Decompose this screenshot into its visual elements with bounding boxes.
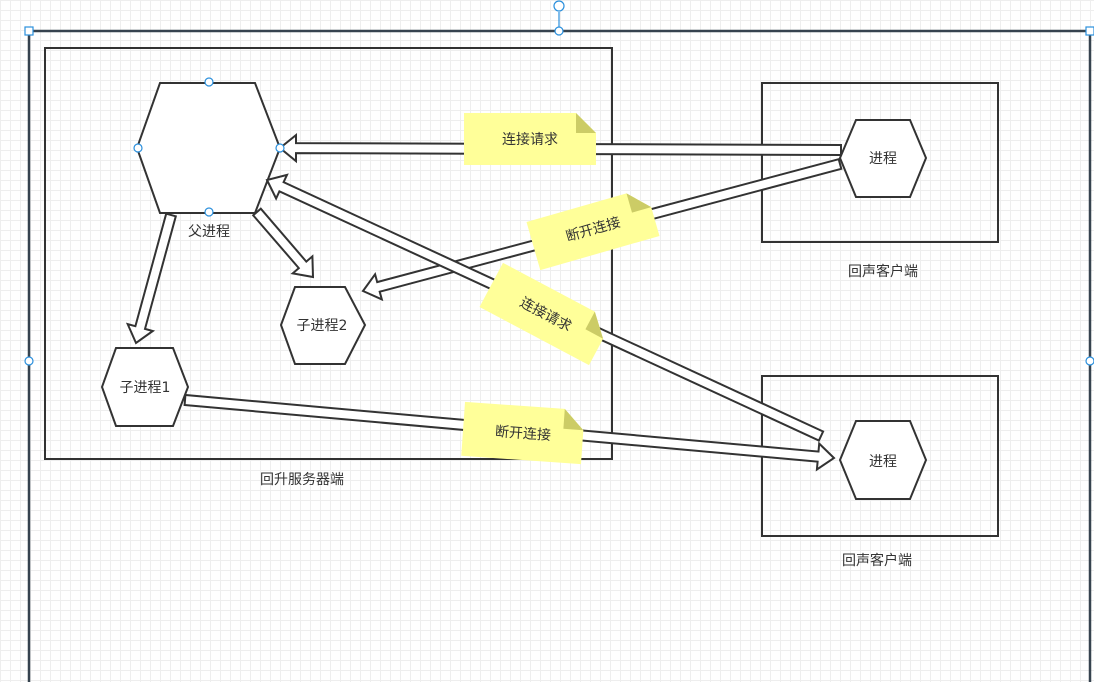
child-process-1-hexagon[interactable] xyxy=(100,347,190,427)
resize-handle-left[interactable] xyxy=(24,356,34,366)
server-caption: 回升服务器端 xyxy=(260,472,344,488)
note-connect-request-2[interactable]: 连接请求 xyxy=(479,262,613,366)
rotate-handle-icon[interactable] xyxy=(553,0,565,12)
connection-point-top[interactable] xyxy=(204,77,214,87)
client-process-2-label: 进程 xyxy=(869,454,897,470)
note-disconnect-2-text: 断开连接 xyxy=(494,423,551,444)
client-caption-2: 回声客户端 xyxy=(842,552,912,569)
client-process-1-label: 进程 xyxy=(869,151,897,167)
parent-process-label: 父进程 xyxy=(188,224,230,240)
client-box-1[interactable] xyxy=(761,82,999,243)
note-disconnect-2[interactable]: 断开连接 xyxy=(461,401,584,465)
resize-handle-top[interactable] xyxy=(554,26,564,36)
note-connect-request-1-text: 连接请求 xyxy=(502,131,558,148)
connection-point-bottom[interactable] xyxy=(204,207,214,217)
arrow-parent-to-child1[interactable] xyxy=(125,212,178,345)
client-caption-1: 回声客户端 xyxy=(848,263,918,280)
note-connect-request-1[interactable]: 连接请求 xyxy=(464,113,596,165)
child-process-2-label: 子进程2 xyxy=(297,318,348,334)
resize-handle-top-left[interactable] xyxy=(24,26,34,36)
connection-point-left[interactable] xyxy=(133,143,143,153)
resize-handle-right[interactable] xyxy=(1085,356,1094,366)
server-box[interactable] xyxy=(44,47,613,460)
arrow-parent-to-child2[interactable] xyxy=(251,207,315,279)
note-disconnect-1[interactable]: 断开连接 xyxy=(526,188,660,271)
parent-process-hexagon[interactable] xyxy=(135,82,282,214)
client-process-2-hexagon[interactable] xyxy=(838,420,928,500)
child-process-1-label: 子进程1 xyxy=(120,380,171,396)
child-process-2-hexagon[interactable] xyxy=(279,286,367,365)
client-process-1-hexagon[interactable] xyxy=(838,119,928,198)
resize-handle-top-right[interactable] xyxy=(1085,26,1094,36)
connection-point-right[interactable] xyxy=(275,143,285,153)
selection-handles[interactable] xyxy=(24,0,1094,366)
